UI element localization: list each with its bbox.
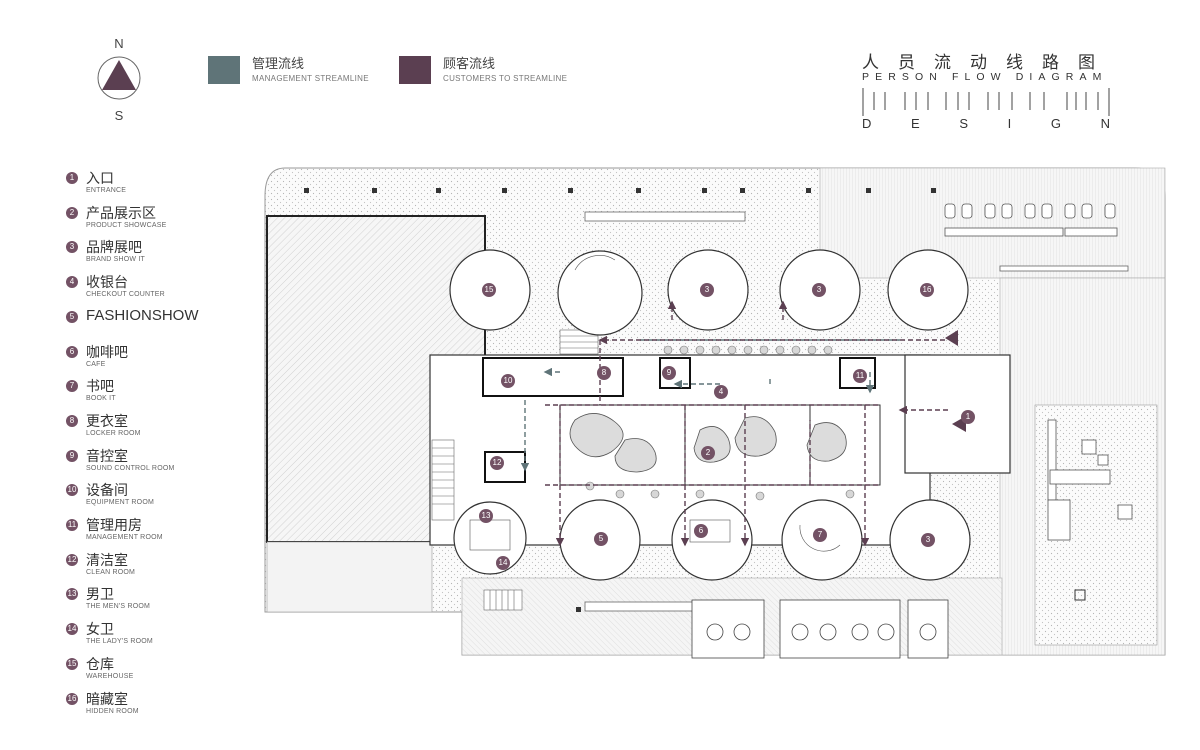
room-name-en: THE MEN'S ROOM: [86, 603, 151, 611]
diagram-title-cn: 人员流动线路图: [862, 53, 1114, 72]
room-name-en: HIDDEN ROOM: [86, 707, 139, 715]
management-swatch: [208, 56, 240, 84]
room-name-en: ENTRANCE: [86, 187, 127, 194]
compass-south-label: S: [114, 108, 124, 123]
management-label-cn: 管理流线: [252, 56, 305, 71]
room-name-cn: FASHIONSHOW: [86, 306, 199, 324]
room-name-cn: 入口: [86, 170, 114, 186]
room-number-badge: 11: [66, 519, 78, 531]
room-name-cn: 产品展示区: [86, 204, 156, 221]
room-name-en: BOOK IT: [86, 395, 116, 403]
room-name-cn: 音控室: [86, 447, 128, 464]
room-name-en: CAFE: [86, 360, 106, 368]
design-letter: I: [1007, 116, 1012, 131]
diagram-title-en: PERSON FLOW DIAGRAM: [862, 71, 1108, 83]
room-name-cn: 女卫: [86, 621, 114, 638]
room-name-cn: 咖啡吧: [86, 343, 128, 360]
room-number-badge: 9: [66, 449, 78, 462]
room-name-en: CLEAN ROOM: [86, 568, 136, 576]
room-name-en: PRODUCT SHOWCASE: [86, 221, 167, 229]
room-name-en: BRAND SHOW IT: [86, 256, 145, 264]
pavilion: [887, 249, 969, 331]
management-label-en: MANAGEMENT STREAMLINE: [252, 74, 369, 83]
pavilion: [779, 249, 861, 331]
room-number-badge: 1: [66, 172, 78, 184]
room-number-badge: 8: [66, 414, 78, 427]
room-name-en: MANAGEMENT ROOM: [86, 534, 163, 541]
room-number-badge: 13: [66, 588, 78, 601]
room-name-cn: 暗藏室: [86, 690, 128, 707]
compass-north-label: N: [114, 36, 124, 51]
room-number-badge: 4: [66, 276, 78, 289]
room-name-en: CHECKOUT COUNTER: [86, 291, 165, 299]
room-name-cn: 仓库: [86, 655, 114, 672]
room-name-cn: 书吧: [86, 378, 114, 395]
room-name-en: WAREHOUSE: [86, 672, 134, 680]
design-letter: E: [911, 116, 920, 131]
room-number-badge: 3: [66, 241, 78, 254]
legend-management-streamline: 管理流线 MANAGEMENT STREAMLINE: [208, 56, 369, 84]
room-number-badge: 14: [66, 623, 78, 636]
room-name-en: THE LADY'S ROOM: [86, 638, 153, 646]
room-number-badge: 5: [66, 310, 78, 323]
room-name-cn: 品牌展吧: [86, 239, 142, 256]
legend-customer-streamline: 顾客流线 CUSTOMERS TO STREAMLINE: [399, 56, 567, 84]
design-letter: G: [1050, 116, 1061, 131]
room-number-badge: 7: [66, 380, 78, 393]
pavilion: [667, 249, 749, 331]
design-letter: N: [1100, 116, 1110, 131]
room-name-cn: 管理用房: [86, 517, 142, 533]
room-name-cn: 更衣室: [86, 412, 128, 429]
room-number-badge: 6: [66, 345, 78, 358]
design-letter: S: [959, 116, 968, 131]
room-number-badge: 12: [66, 553, 78, 566]
pavilion-warehouse: [449, 249, 531, 331]
room-name-en: EQUIPMENT ROOM: [86, 499, 155, 507]
room-number-badge: 16: [66, 692, 78, 705]
design-letter: D: [862, 116, 872, 131]
customer-label-cn: 顾客流线: [443, 56, 496, 71]
room-number-badge: 15: [66, 657, 78, 670]
room-number-badge: 2: [66, 206, 78, 219]
room-name-en: LOCKER ROOM: [86, 429, 141, 437]
design-letters: D E S I G N: [862, 116, 1110, 131]
room-name-en: SOUND CONTROL ROOM: [86, 464, 175, 472]
customer-swatch: [399, 56, 431, 84]
north-compass: N S: [93, 36, 145, 126]
room-name-cn: 设备间: [86, 482, 128, 499]
title-tick-marks: [862, 88, 1110, 116]
customer-label-en: CUSTOMERS TO STREAMLINE: [443, 74, 568, 83]
room-name-cn: 收银台: [86, 274, 128, 291]
compass-icon: [97, 56, 141, 100]
pavilion: [557, 250, 643, 336]
room-name-cn: 男卫: [86, 586, 114, 603]
room-name-cn: 清洁室: [86, 551, 128, 568]
room-number-badge: 10: [66, 484, 78, 497]
